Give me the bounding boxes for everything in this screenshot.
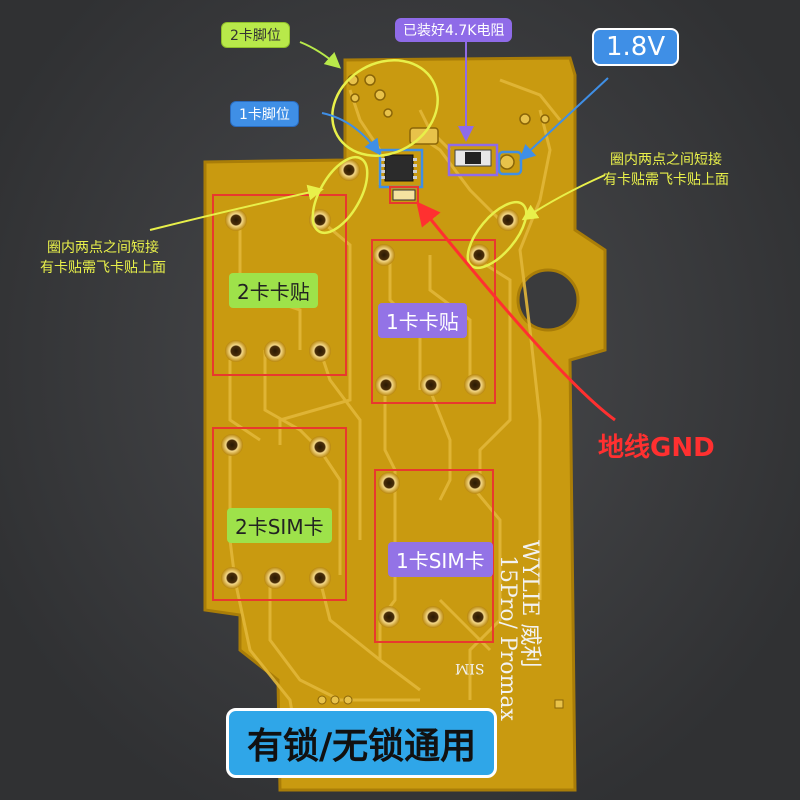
red-box-ground <box>389 186 419 204</box>
note-left-line1: 圈内两点之间短接 <box>47 240 159 256</box>
red-zone-boxes <box>212 194 496 643</box>
silk-brand: WYLIE 威利 <box>517 540 542 668</box>
arrow-card2-pins <box>299 41 341 69</box>
ic-chip <box>384 154 414 182</box>
through-hole-pads <box>221 159 519 628</box>
label-card1-sticker: 1卡卡贴 <box>378 303 467 338</box>
note-left-line2: 有卡贴需飞卡贴上面 <box>40 260 166 276</box>
note-left: 圈内两点之间短接 有卡贴需飞卡贴上面 <box>40 238 166 278</box>
bottom-pads <box>317 695 564 709</box>
ground-pad <box>392 189 416 201</box>
label-card1-sim: 1卡SIM卡 <box>388 542 493 577</box>
label-card1-pins: 1卡脚位 <box>230 101 299 127</box>
arrow-left-note <box>149 184 324 231</box>
note-right: 圈内两点之间短接 有卡贴需飞卡贴上面 <box>603 150 729 190</box>
banner-universal: 有锁/无锁通用 <box>226 708 498 778</box>
label-card2-pins: 2卡脚位 <box>221 22 290 48</box>
label-ground: 地线GND <box>598 433 715 463</box>
label-card2-sim: 2卡SIM卡 <box>227 508 332 543</box>
note-right-line1: 圈内两点之间短接 <box>610 152 722 168</box>
label-resistor: 已装好4.7K电阻 <box>395 18 513 42</box>
pcb-outline <box>203 56 607 792</box>
arrow-right-note <box>521 174 606 221</box>
label-card2-sticker: 2卡卡贴 <box>229 273 318 308</box>
blue-box-voltage <box>497 150 523 176</box>
ellipse-right-short <box>466 200 528 270</box>
arrow-ground <box>416 201 616 422</box>
ellipse-card2-pins <box>331 59 439 157</box>
note-right-line2: 有卡贴需飞卡贴上面 <box>603 172 729 188</box>
arrow-card1-pins <box>321 112 381 156</box>
mounting-hole <box>516 268 580 332</box>
purple-box-resistor <box>447 143 499 177</box>
label-voltage: 1.8V <box>592 28 680 66</box>
arrow-voltage <box>519 77 609 161</box>
silk-sim: SIM <box>455 660 485 676</box>
silk-model: 15Pro/ Promax <box>495 555 520 721</box>
